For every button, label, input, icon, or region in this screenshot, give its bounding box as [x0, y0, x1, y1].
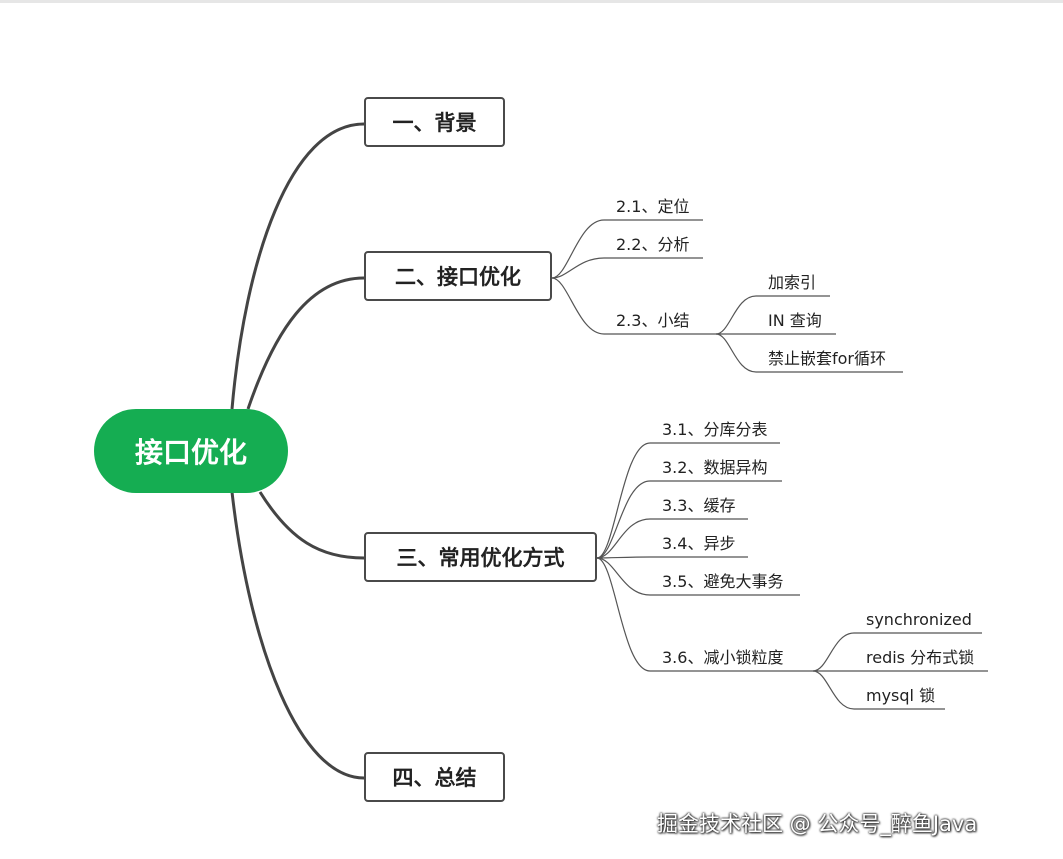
branch-node-summary[interactable]: 四、总结 [364, 752, 505, 802]
link-b2c5-g0 [812, 632, 982, 672]
link-b1c2-g2 [715, 333, 903, 373]
root-label: 接口优化 [134, 436, 247, 469]
link-b2-c0 [596, 442, 780, 559]
link-root-b0 [230, 122, 365, 410]
link-root-b3 [230, 491, 365, 780]
link-b1c2-g0 [715, 295, 830, 335]
link-root-b2 [258, 491, 365, 560]
link-b1-c1 [551, 257, 703, 279]
link-b1-c2 [551, 277, 716, 335]
leaf-node[interactable]: 加索引 [768, 273, 817, 292]
branch-node-interface-optimization[interactable]: 二、接口优化 [364, 251, 552, 301]
leaf-node[interactable]: 2.2、分析 [616, 235, 690, 254]
top-border [0, 0, 1063, 3]
link-b2-c1 [596, 480, 782, 559]
leaf-node[interactable]: mysql 锁 [866, 686, 936, 705]
link-root-b1 [246, 276, 365, 410]
leaf-node[interactable]: redis 分布式锁 [866, 648, 975, 667]
link-b2c5-g2 [812, 670, 945, 710]
link-b1-c0 [551, 219, 703, 279]
branch-node-common-methods[interactable]: 三、常用优化方式 [364, 532, 597, 582]
leaf-node[interactable]: 3.6、减小锁粒度 [662, 648, 784, 667]
link-b2-c5 [596, 557, 813, 672]
link-b2-c2 [596, 518, 748, 559]
leaf-node[interactable]: synchronized [866, 610, 972, 629]
leaf-node[interactable]: 2.1、定位 [616, 197, 690, 216]
leaf-node[interactable]: 3.5、避免大事务 [662, 572, 784, 591]
root-node[interactable]: 接口优化 [94, 409, 288, 493]
branch-label: 三、常用优化方式 [396, 546, 565, 570]
branch-label: 一、背景 [392, 111, 477, 135]
leaf-node[interactable]: 3.1、分库分表 [662, 420, 768, 439]
branch-node-background[interactable]: 一、背景 [364, 97, 505, 147]
branch-label: 四、总结 [392, 766, 477, 790]
leaf-node[interactable]: 3.2、数据异构 [662, 458, 768, 477]
link-b2-c4 [596, 557, 800, 596]
leaf-node[interactable]: 3.4、异步 [662, 534, 736, 553]
leaf-node[interactable]: IN 查询 [768, 311, 822, 330]
leaf-node[interactable]: 3.3、缓存 [662, 496, 736, 515]
link-b2-c3 [596, 556, 748, 559]
leaf-node[interactable]: 2.3、小结 [616, 311, 690, 330]
leaf-node[interactable]: 禁止嵌套for循环 [768, 349, 887, 368]
watermark-text: 掘金技术社区 @ 公众号_醉鱼Java [657, 812, 978, 836]
branch-label: 二、接口优化 [395, 265, 521, 289]
